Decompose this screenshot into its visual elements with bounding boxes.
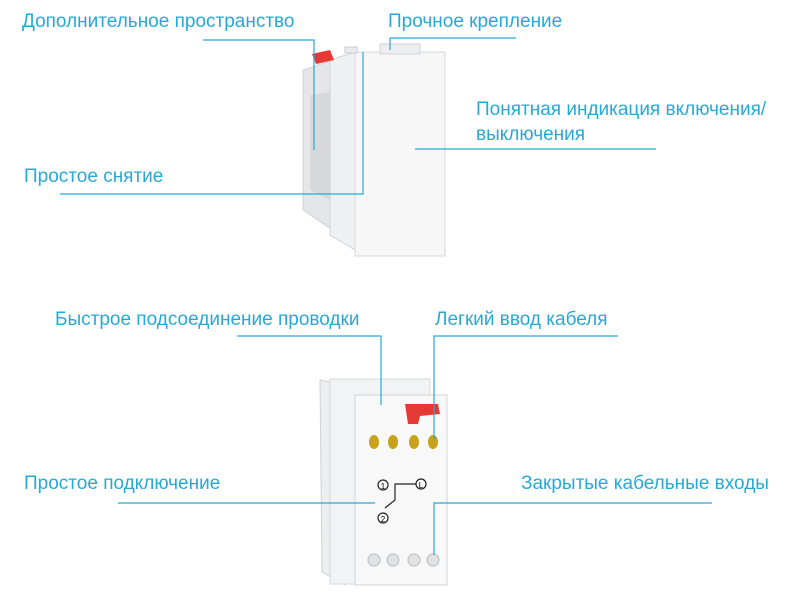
- label-closed-entries: Закрытые кабельные входы: [521, 473, 769, 494]
- label-simple-connection: Простое подключение: [24, 473, 221, 494]
- leader-easy-cable: [433, 335, 618, 440]
- label-indication-line2: выключения: [476, 124, 586, 145]
- leader-extra-space: [203, 39, 315, 150]
- leader-easy-removal: [60, 52, 364, 195]
- latch-red: [312, 50, 334, 64]
- label-easy-removal: Простое снятие: [24, 166, 164, 187]
- label-extra-space: Дополнительное пространство: [22, 11, 295, 32]
- terminal-1-label: 1: [381, 482, 386, 491]
- switch-back-view: 1 2 L: [319, 378, 448, 586]
- terminal-l-label: L: [419, 481, 424, 490]
- switch-front-view: [302, 43, 446, 257]
- leader-lines: [60, 37, 712, 555]
- terminal-2-label: 2: [381, 515, 386, 524]
- leader-quick-wiring: [237, 335, 382, 405]
- label-strong-mount: Прочное крепление: [388, 11, 563, 32]
- label-quick-wiring: Быстрое подсоединение проводки: [55, 309, 360, 330]
- leader-strong-mount: [389, 37, 516, 50]
- label-indication-line1: Понятная индикация включения/: [476, 99, 767, 120]
- latch-red-back: [405, 404, 440, 424]
- leader-closed-entries: [433, 502, 712, 555]
- label-easy-cable: Легкий ввод кабеля: [435, 309, 608, 330]
